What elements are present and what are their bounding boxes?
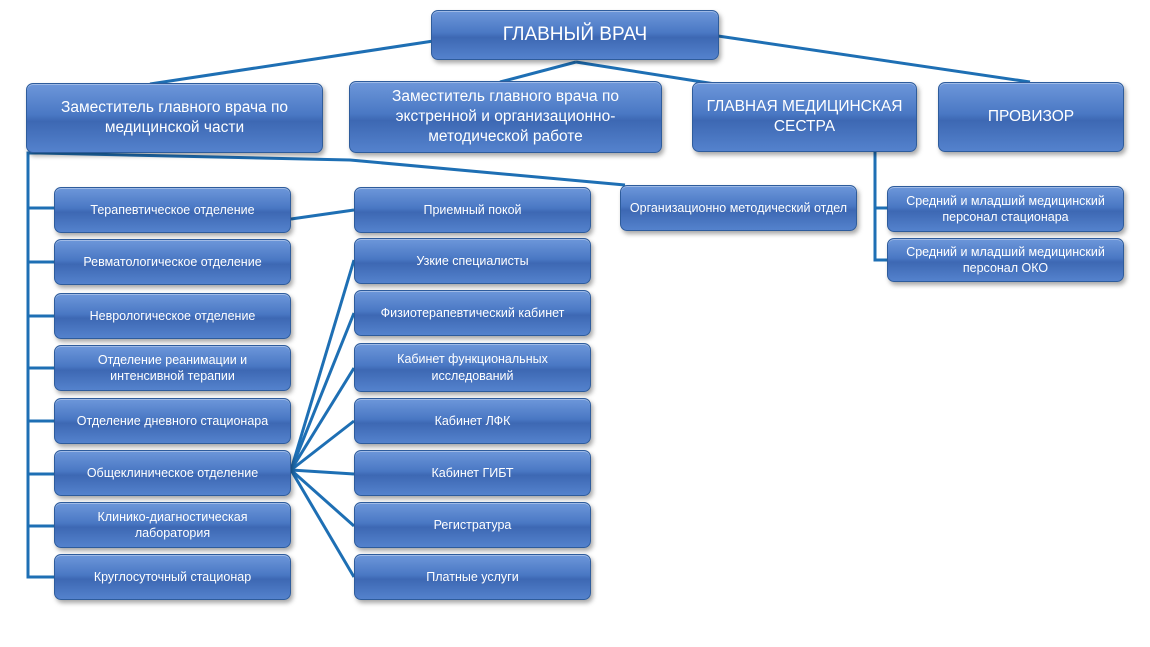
department-box: Ревматологическое отделение (54, 239, 291, 285)
line-chief-deputy-emergency (499, 60, 577, 84)
service-box: Платные услуги (354, 554, 591, 600)
nursing-staff-box: Средний и младший медицинский персонал с… (887, 186, 1124, 232)
deputy-medical-box: Заместитель главного врача по медицинско… (26, 83, 323, 153)
method-department-box: Организационно методический отдел (620, 185, 857, 231)
deputy-emergency-box: Заместитель главного врача по экстренной… (349, 81, 662, 153)
line-chief-deputy-medical (149, 38, 441, 86)
line-therapy-reception (290, 208, 355, 221)
department-box: Терапевтическое отделение (54, 187, 291, 233)
service-box: Узкие специалисты (354, 238, 591, 284)
service-box: Кабинет функциональных исследований (354, 343, 591, 392)
service-box: Регистратура (354, 502, 591, 548)
service-box: Приемный покой (354, 187, 591, 233)
line-left-trunk (26, 151, 54, 579)
line-deputy-method (39, 151, 626, 187)
line-nurse-branch (873, 148, 887, 262)
department-box: Отделение дневного стационара (54, 398, 291, 444)
service-box: Физиотерапевтический кабинет (354, 290, 591, 336)
department-box: Отделение реанимации и интенсивной терап… (54, 345, 291, 391)
line-chief-pharmacist (717, 34, 1031, 84)
department-box: Неврологическое отделение (54, 293, 291, 339)
service-box: Кабинет ЛФК (354, 398, 591, 444)
department-box: Клинико-диагностическая лаборатория (54, 502, 291, 548)
head-nurse-box: ГЛАВНАЯ МЕДИЦИНСКАЯ СЕСТРА (692, 82, 917, 152)
service-box: Кабинет ГИБТ (354, 450, 591, 496)
department-box: Круглосуточный стационар (54, 554, 291, 600)
nursing-staff-box: Средний и младший медицинский персонал О… (887, 238, 1124, 282)
department-box: Общеклиническое отделение (54, 450, 291, 496)
chief-doctor-box: ГЛАВНЫЙ ВРАЧ (431, 10, 719, 60)
pharmacist-box: ПРОВИЗОР (938, 82, 1124, 152)
